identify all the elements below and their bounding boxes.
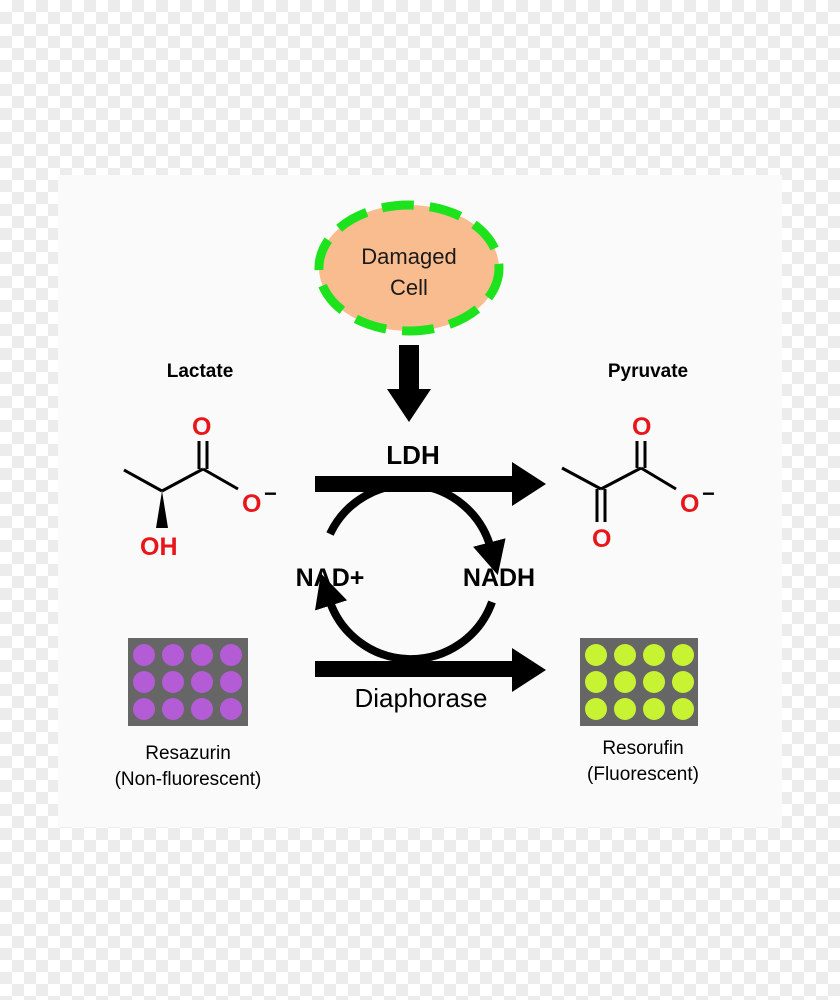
well (191, 671, 213, 693)
pyruvate-keto-oxygen: O (592, 525, 612, 553)
resorufin-caption: Resorufin (Fluorescent) (533, 736, 753, 788)
well (220, 644, 242, 666)
cell-label-line2: Cell (390, 275, 428, 300)
diaphorase-arrow (315, 648, 546, 692)
pyruvate-label: Pyruvate (607, 361, 689, 382)
lactate-structure (123, 441, 239, 528)
well (672, 644, 694, 666)
well (191, 698, 213, 720)
down-arrow (387, 345, 431, 422)
well (672, 698, 694, 720)
resorufin-name: Resorufin (602, 738, 684, 759)
lactate-label: Lactate (166, 361, 234, 382)
well (643, 671, 665, 693)
well (614, 644, 636, 666)
resazurin-name: Resazurin (145, 743, 231, 764)
pyruvate-charge: − (702, 481, 715, 506)
well (133, 644, 155, 666)
lactate-carbonyl-oxygen: O (192, 413, 212, 441)
well (191, 644, 213, 666)
lactate-hydroxyl: OH (140, 533, 178, 561)
well (162, 671, 184, 693)
resorufin-note: (Fluorescent) (587, 764, 699, 785)
pyruvate-structure (561, 441, 677, 522)
cell-label-line1: Damaged (361, 244, 457, 269)
lactate-charge: − (264, 481, 277, 506)
well (162, 644, 184, 666)
nad-plus-label: NAD+ (295, 564, 365, 592)
lactate-carboxylate-oxygen: O (242, 490, 262, 518)
well (585, 698, 607, 720)
resazurin-note: (Non-fluorescent) (114, 769, 262, 790)
resorufin-wells (585, 644, 694, 720)
cycle-arc-top (326, 480, 506, 576)
pyruvate-carbonyl-oxygen: O (632, 413, 652, 441)
pyruvate-carboxylate-oxygen: O (680, 490, 700, 518)
well (585, 644, 607, 666)
cell-membrane (314, 200, 504, 336)
cycle-arc-bottom (315, 573, 496, 664)
well (585, 671, 607, 693)
resazurin-caption: Resazurin (Non-fluorescent) (78, 741, 298, 793)
well (133, 698, 155, 720)
well (643, 698, 665, 720)
well (643, 644, 665, 666)
well (614, 698, 636, 720)
diaphorase-label: Diaphorase (354, 683, 488, 713)
well (162, 698, 184, 720)
resazurin-wells (133, 644, 242, 720)
well (672, 671, 694, 693)
diagram-graphics (123, 200, 698, 726)
damaged-cell (314, 200, 504, 336)
diagram-panel: Damaged Cell Lactate O O − OH Pyruvate O… (58, 175, 782, 827)
ldh-label: LDH (386, 440, 440, 470)
well (220, 698, 242, 720)
well (220, 671, 242, 693)
cell-label: Damaged Cell (316, 241, 502, 303)
well (133, 671, 155, 693)
nadh-label: NADH (462, 564, 536, 592)
well (614, 671, 636, 693)
